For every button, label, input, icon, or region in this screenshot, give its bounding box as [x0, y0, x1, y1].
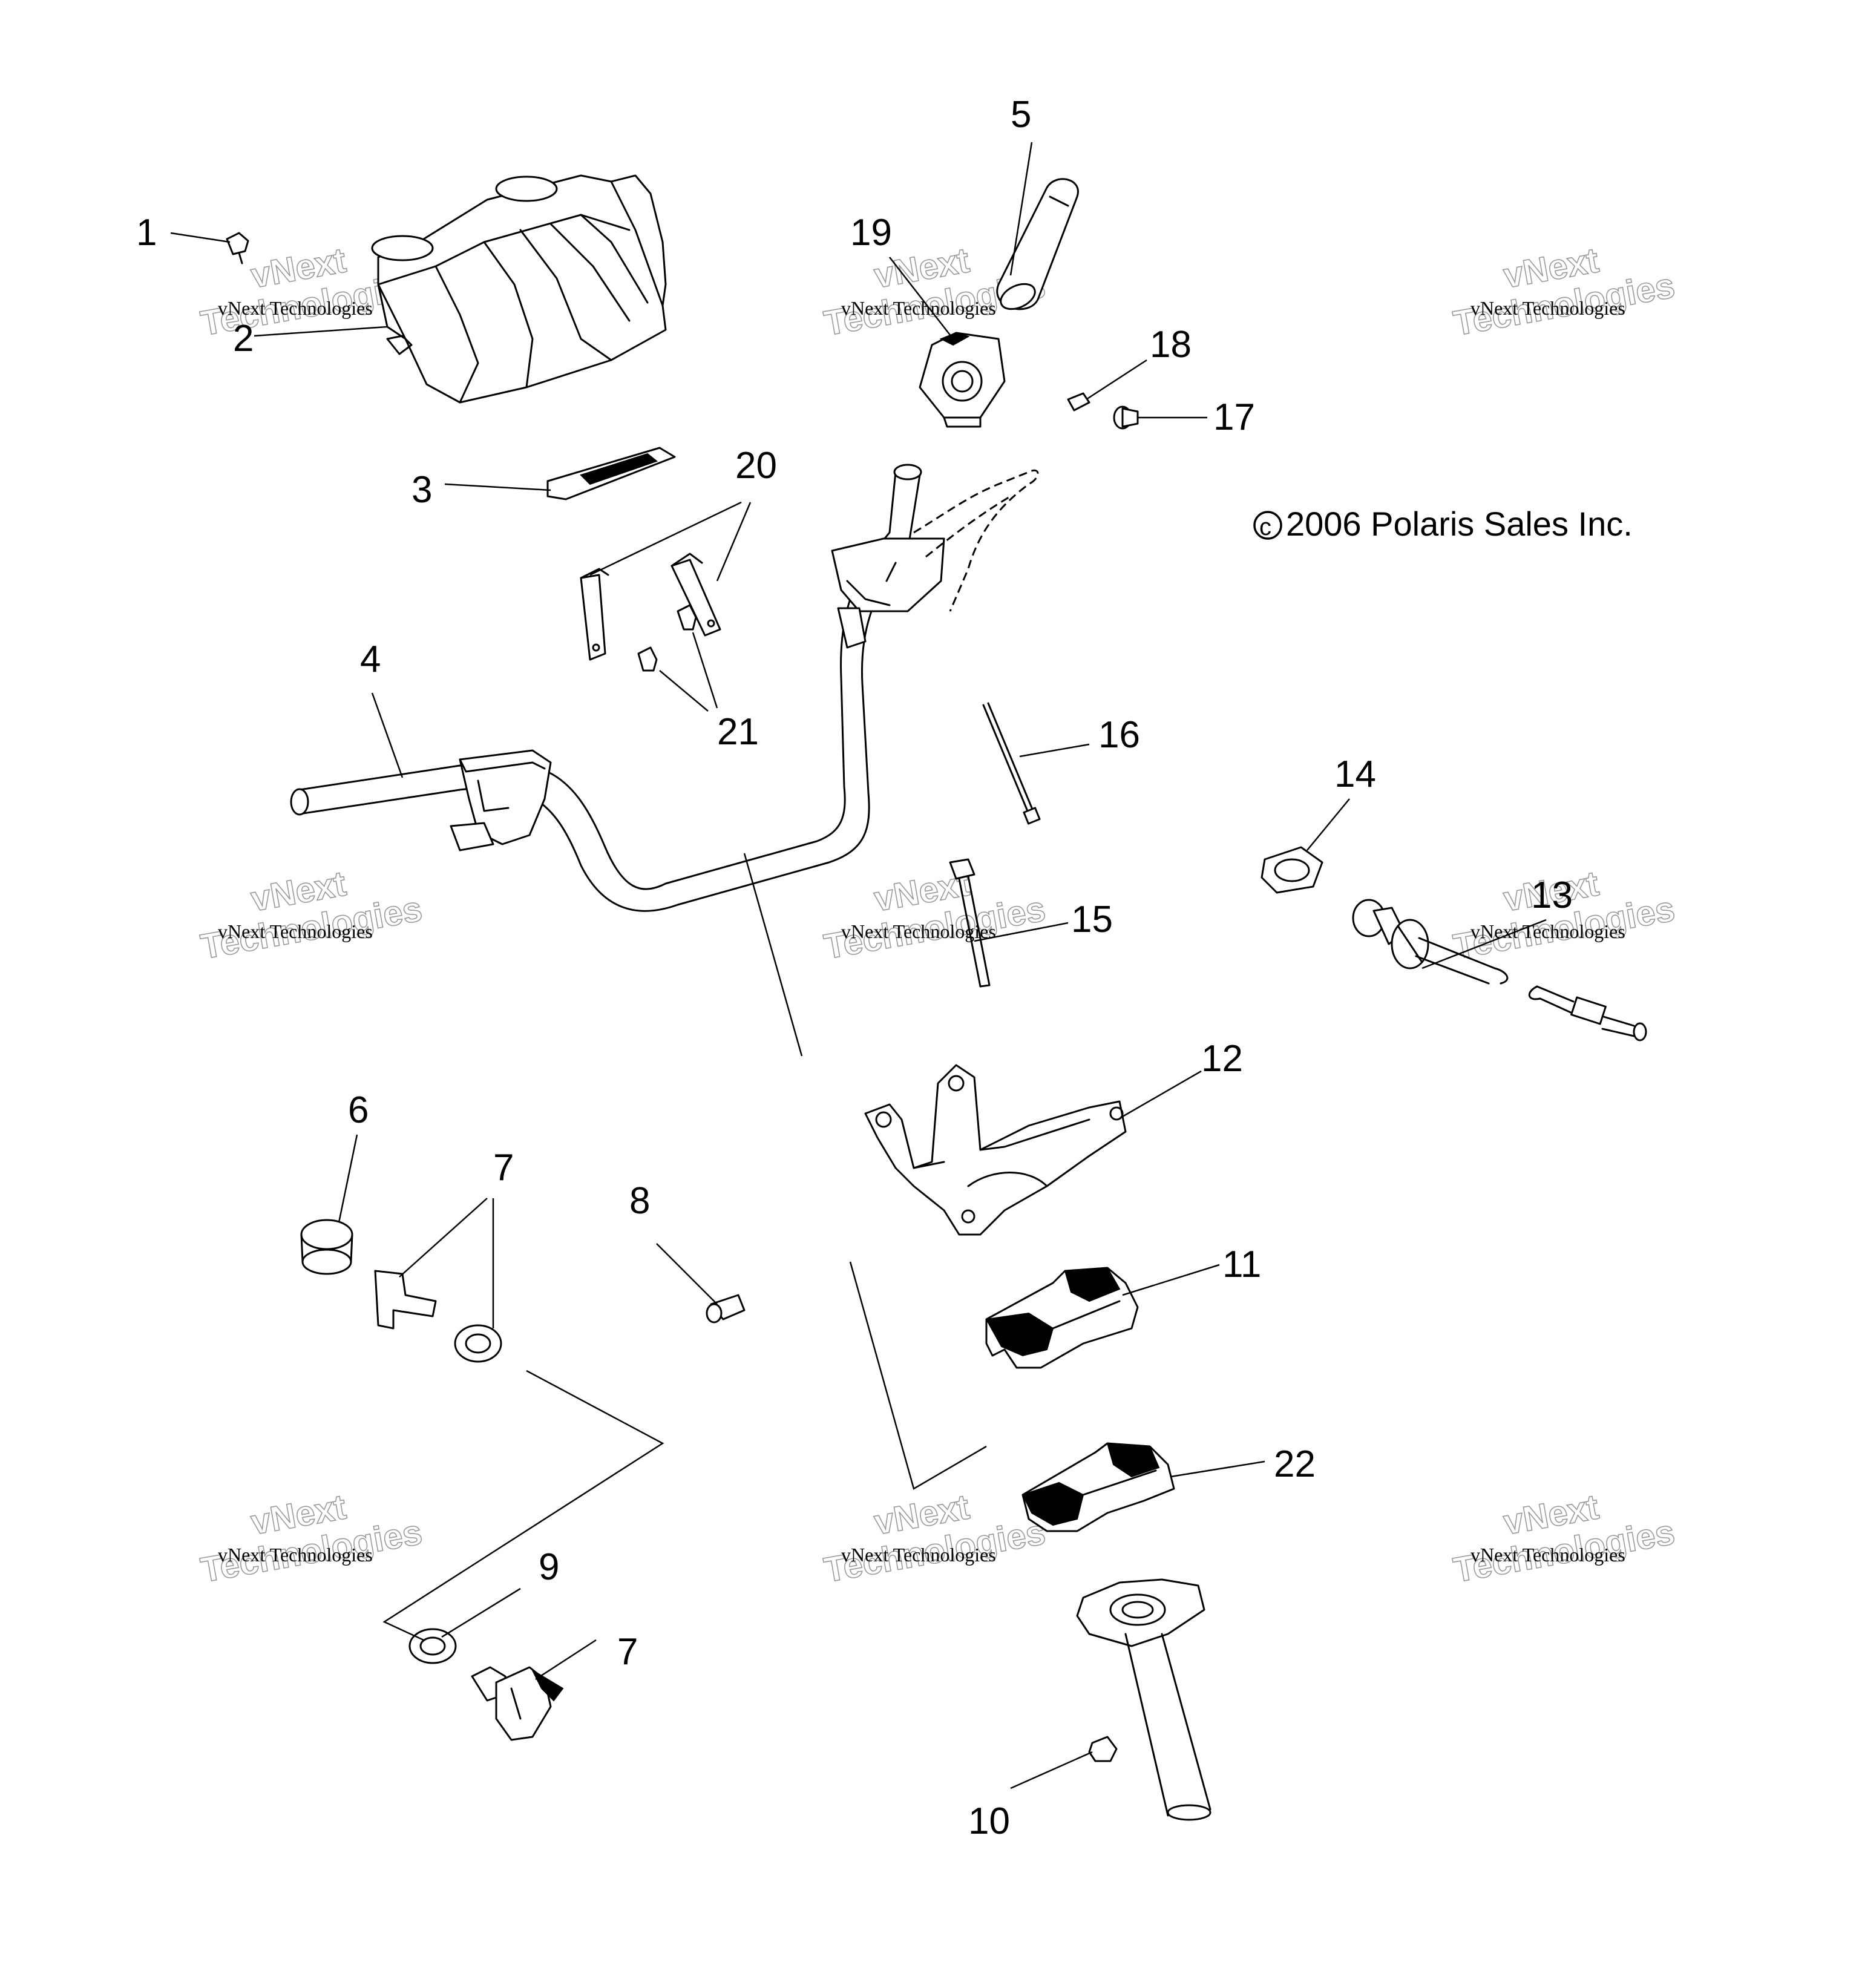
callout-labels: 1 2 3 4 5 19 18 17 20 21 16 15 14 13 12 … — [136, 94, 1573, 1842]
svg-text:vNext Technologies: vNext Technologies — [218, 297, 373, 319]
callout-12: 12 — [1201, 1038, 1243, 1080]
leader-9 — [441, 1587, 521, 1638]
svg-text:vNext Technologies: vNext Technologies — [1470, 1544, 1625, 1566]
svg-text:vNext Technologies: vNext Technologies — [218, 1544, 373, 1566]
part-1-screw — [226, 232, 249, 264]
watermark: vNext Technologies vNext Technologies — [197, 1486, 425, 1590]
callout-21: 21 — [717, 711, 759, 753]
copyright-symbol: c — [1259, 514, 1271, 540]
part-19-switch — [919, 332, 1006, 428]
leader-5 — [1009, 142, 1033, 276]
part-5-grip — [996, 178, 1079, 310]
callout-15: 15 — [1071, 899, 1113, 940]
copyright-notice: c 2006 Polaris Sales Inc. — [1253, 505, 1633, 543]
leader-9-group — [382, 1370, 664, 1641]
leader-4-assembly — [743, 853, 803, 1057]
part-7-key-plate — [374, 1270, 502, 1363]
leader-4 — [371, 692, 404, 778]
callout-20: 20 — [735, 445, 777, 487]
callout-2: 2 — [233, 318, 254, 359]
part-2-headlight-pod — [371, 174, 667, 404]
callout-7-lower: 7 — [617, 1631, 638, 1673]
callout-5: 5 — [1011, 94, 1031, 136]
part-13-switch-cable — [1352, 899, 1647, 1042]
part-17-screw — [1113, 405, 1139, 430]
callout-18: 18 — [1150, 324, 1192, 366]
leader-7a — [399, 1198, 488, 1278]
callout-3: 3 — [411, 469, 432, 511]
leader-16 — [1019, 743, 1090, 758]
leader-11 — [1122, 1264, 1220, 1296]
watermark: vNext Technologies vNext Technologies — [821, 1486, 1049, 1590]
callout-9: 9 — [539, 1546, 559, 1588]
callout-14: 14 — [1334, 753, 1376, 795]
watermark: vNext Technologies vNext Technologies — [1450, 240, 1678, 344]
leader-lines — [170, 142, 1547, 1790]
leader-19 — [889, 257, 954, 340]
watermarks: vNext Technologies vNext Technologies vN… — [197, 240, 1678, 1590]
leader-3 — [444, 483, 551, 491]
leader-20b — [716, 502, 752, 582]
leader-6 — [338, 1134, 358, 1223]
callout-13: 13 — [1531, 874, 1573, 916]
callout-8: 8 — [629, 1180, 650, 1222]
part-9-washer — [408, 1628, 457, 1664]
svg-text:vNext Technologies: vNext Technologies — [841, 920, 996, 942]
svg-text:vNext Technologies: vNext Technologies — [218, 920, 373, 942]
part-6-cap — [300, 1219, 353, 1275]
callout-4: 4 — [360, 638, 381, 680]
leader-8 — [656, 1243, 718, 1305]
leader-18 — [1086, 359, 1147, 401]
watermark: vNext Technologies vNext Technologies — [1450, 1486, 1678, 1590]
callout-6: 6 — [348, 1089, 369, 1131]
part-7-key — [471, 1666, 564, 1741]
leader-22-assembly — [849, 1261, 987, 1490]
part-22-lower-clamp — [1021, 1442, 1175, 1532]
leader-20a — [589, 501, 742, 576]
watermark: vNext Technologies vNext Technologies — [197, 863, 425, 967]
leader-13 — [1421, 919, 1547, 969]
leader-14 — [1307, 798, 1350, 851]
copyright-text: 2006 Polaris Sales Inc. — [1286, 505, 1633, 543]
part-18-pin — [1067, 392, 1090, 412]
svg-text:vNext Technologies: vNext Technologies — [1470, 920, 1625, 942]
leader-2 — [254, 326, 388, 337]
leader-21a — [692, 632, 718, 709]
part-16-cable-tie — [982, 702, 1041, 825]
callout-7: 7 — [493, 1147, 514, 1189]
part-4-handlebar — [290, 464, 1039, 912]
leader-22 — [1170, 1460, 1265, 1478]
leader-12 — [1122, 1070, 1202, 1118]
part-11-upper-clamp — [985, 1267, 1139, 1369]
leader-10 — [1010, 1751, 1093, 1790]
svg-text:vNext Technologies: vNext Technologies — [1470, 297, 1625, 319]
callout-17: 17 — [1213, 396, 1255, 438]
svg-text:vNext Technologies: vNext Technologies — [841, 1544, 996, 1566]
leader-21b — [659, 670, 709, 712]
leader-15 — [974, 922, 1069, 942]
callout-22: 22 — [1274, 1443, 1316, 1485]
callout-1: 1 — [136, 212, 157, 254]
part-15-bolt — [949, 858, 991, 988]
part-12-mount-bracket — [864, 1064, 1127, 1236]
leader-1 — [170, 232, 231, 243]
callout-11: 11 — [1222, 1244, 1261, 1285]
callout-19: 19 — [850, 212, 892, 254]
part-10-steering-post — [1076, 1578, 1211, 1821]
watermark: vNext Technologies vNext Technologies — [821, 863, 1049, 967]
callout-10: 10 — [968, 1800, 1010, 1842]
callout-16: 16 — [1098, 714, 1140, 756]
part-14-nut — [1261, 846, 1323, 894]
part-3-bracket — [546, 447, 676, 500]
part-21-screws — [637, 604, 697, 672]
leader-7c — [535, 1639, 597, 1681]
svg-text:vNext Technologies: vNext Technologies — [841, 297, 996, 319]
part-8-screw — [706, 1294, 746, 1324]
